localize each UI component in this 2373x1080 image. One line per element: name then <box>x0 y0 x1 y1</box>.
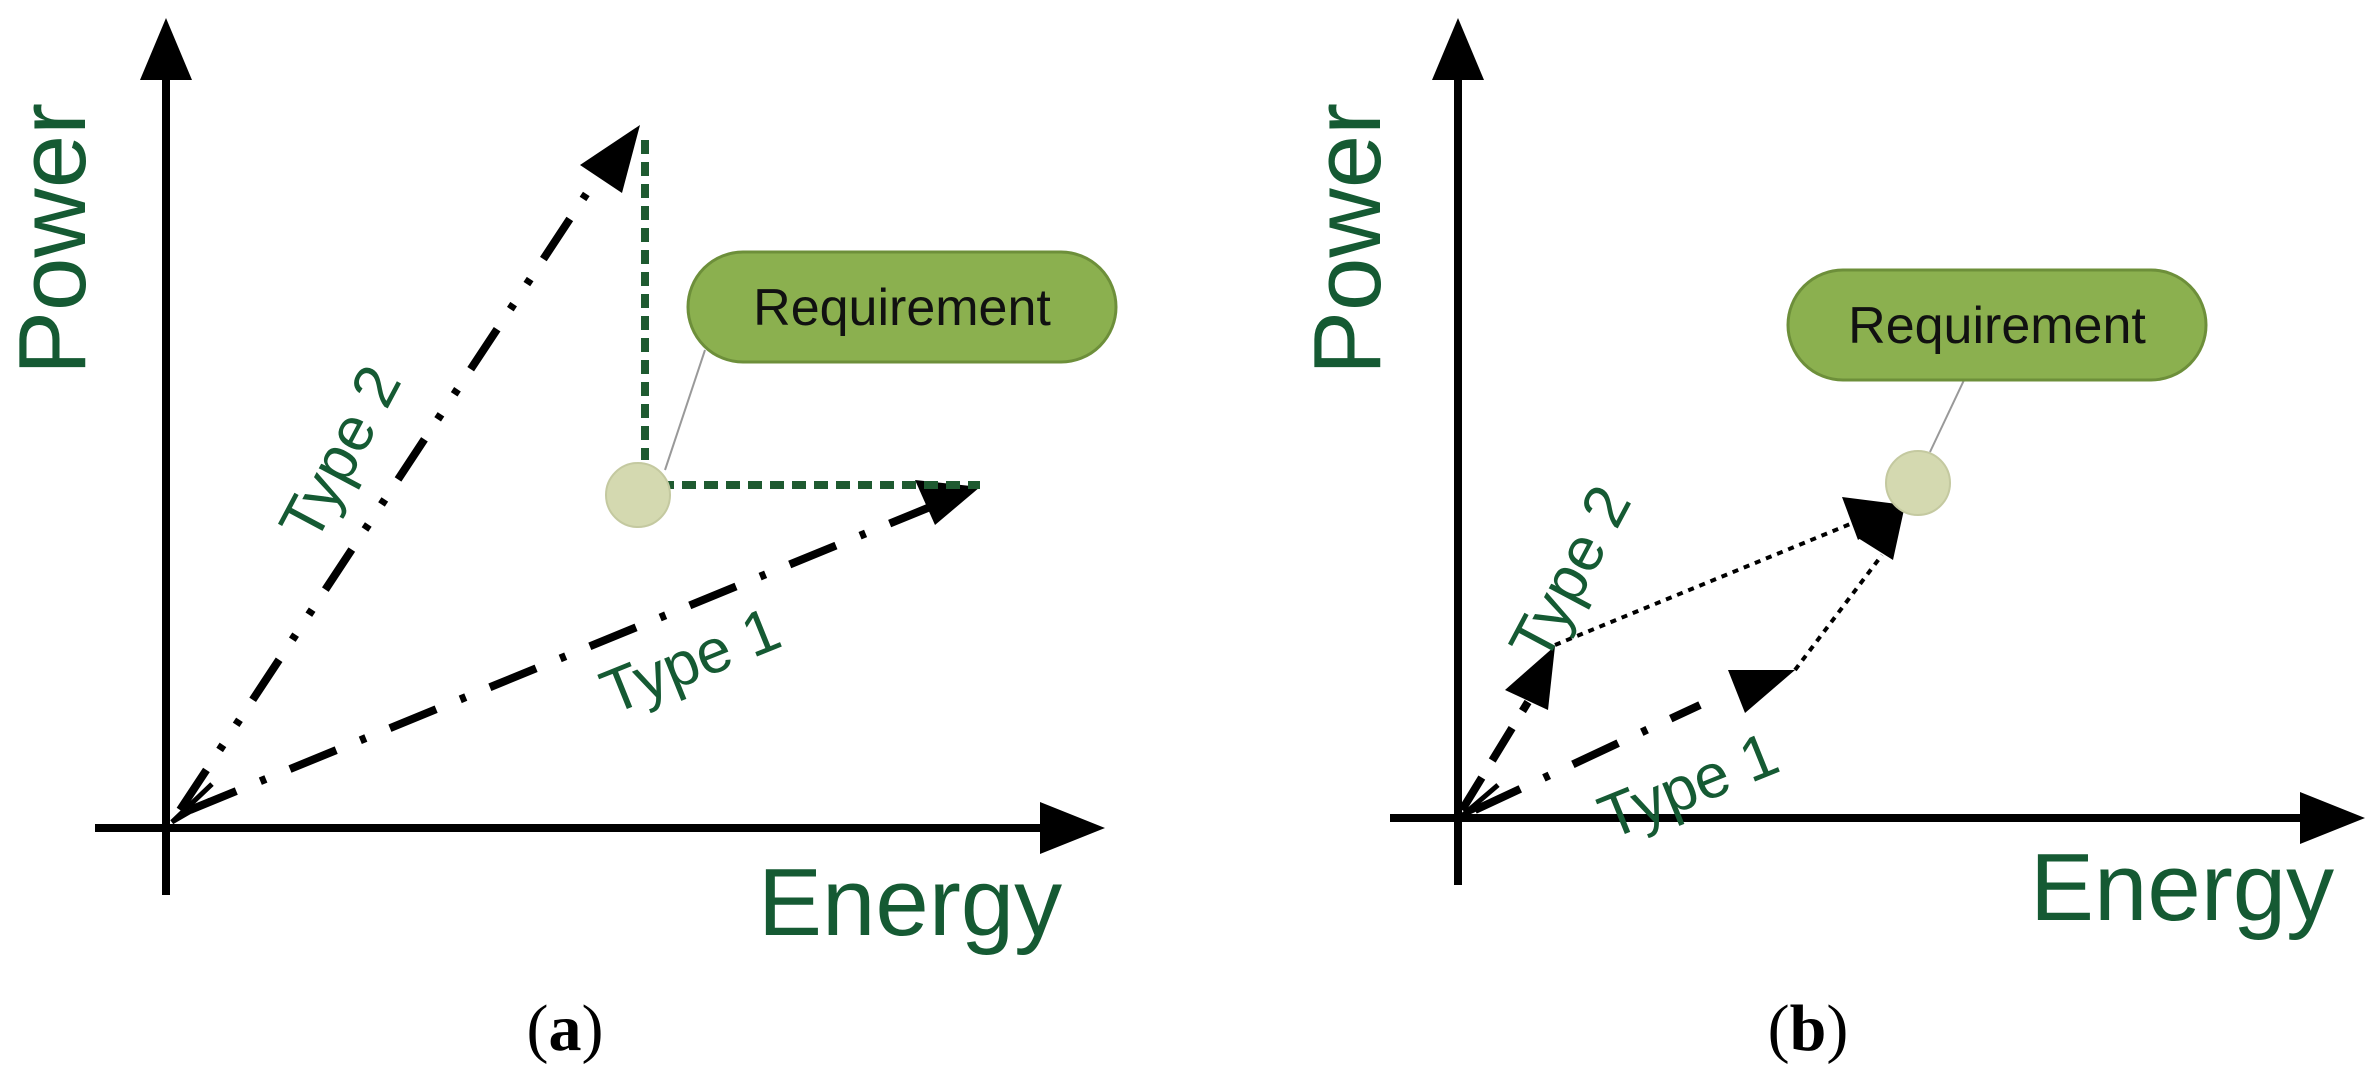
panel-b-type1-arrow <box>1473 670 1795 814</box>
panel-b-type1-label: Type 1 <box>1589 719 1787 853</box>
panel-b-type2-label: Type 2 <box>1496 475 1644 672</box>
panel-a-requirement-point <box>605 462 671 528</box>
panel-a-type2-label: Type 2 <box>266 355 414 552</box>
panel-a: Power Energy Requirement Type 2 Ty <box>0 18 1118 1065</box>
panel-b-requirement-label: Requirement <box>1848 297 2146 355</box>
panel-a-x-axis <box>95 802 1105 854</box>
panel-a-y-axis <box>140 18 192 895</box>
panel-a-origin-arrowhead <box>170 782 214 825</box>
panel-b-requirement-point <box>1885 450 1951 516</box>
panel-a-type1-label: Type 1 <box>591 594 789 728</box>
panel-a-requirement-callout: Requirement <box>686 250 1118 364</box>
panel-a-type1-arrow <box>188 480 980 814</box>
panel-b-y-axis <box>1432 18 1484 885</box>
panel-b-type2-arrow <box>1458 646 1555 813</box>
panel-a-type2-arrow <box>176 125 640 813</box>
panel-a-requirement-label: Requirement <box>753 279 1051 337</box>
panel-b-origin-arrowhead <box>1461 783 1500 818</box>
panel-b-x-axis <box>1390 792 2365 844</box>
panel-a-x-axis-label: Energy <box>758 849 1062 956</box>
panel-b-combination-arrows <box>1554 497 1905 672</box>
panel-a-y-axis-label: Power <box>0 103 106 375</box>
panel-b-y-axis-label: Power <box>1294 103 1401 375</box>
panel-a-caption: (a) <box>527 992 604 1065</box>
panel-a-requirement-projection <box>641 140 980 489</box>
panel-b-x-axis-label: Energy <box>2030 834 2334 941</box>
panel-b-requirement-leader <box>1929 377 1966 453</box>
panel-b-requirement-callout: Requirement <box>1786 268 2208 382</box>
panel-b-caption: (b) <box>1768 992 1849 1065</box>
panel-a-requirement-leader <box>664 349 706 471</box>
panel-b: Power Energy Requirement <box>1294 18 2365 1065</box>
